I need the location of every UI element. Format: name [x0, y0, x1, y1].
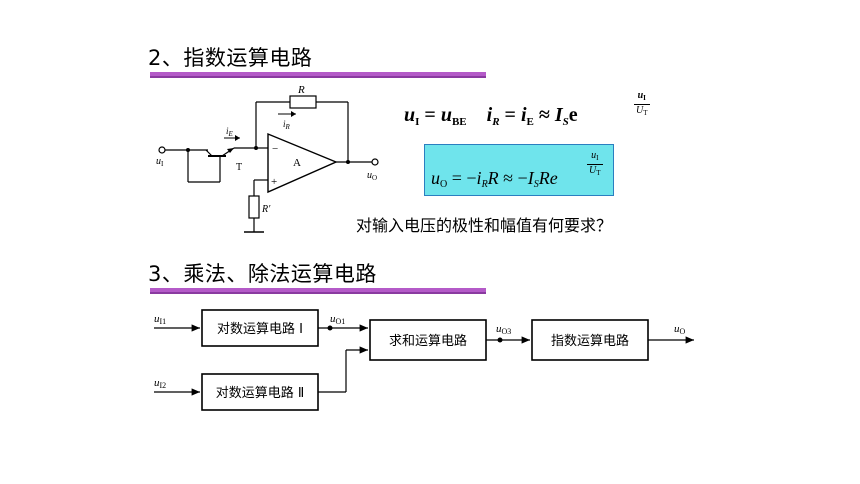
equation-2-exponent: uI UT — [587, 150, 603, 177]
equation-1-exponent: uI UT — [634, 90, 650, 117]
svg-text:求和运算电路: 求和运算电路 — [389, 333, 467, 349]
output-equation-box: uO = −iRR ≈ −ISRe uI UT — [424, 144, 614, 196]
svg-text:R′: R′ — [261, 204, 271, 215]
equation-output: uO = −iRR ≈ −ISRe — [431, 168, 558, 190]
block-log-1 — [201, 309, 319, 347]
svg-text:uI1: uI1 — [154, 313, 166, 326]
svg-text:uO1: uO1 — [330, 313, 345, 326]
output-terminal — [371, 158, 379, 166]
svg-text:uO3: uO3 — [496, 323, 511, 336]
equation-exponential-relation: uI = uBE iR = iE ≈ ISe — [404, 104, 578, 128]
svg-text:+: + — [271, 176, 277, 188]
op-amp-triangle — [267, 132, 338, 194]
svg-text:对数运算电路 Ⅰ: 对数运算电路 Ⅰ — [217, 321, 303, 337]
label-r: R — [297, 84, 305, 96]
svg-text:uI: uI — [156, 156, 164, 168]
svg-text:T: T — [236, 162, 242, 173]
svg-text:对数运算电路 Ⅱ: 对数运算电路 Ⅱ — [216, 385, 305, 401]
svg-text:A: A — [293, 157, 301, 169]
svg-text:−: − — [272, 143, 278, 155]
input-terminal — [158, 146, 166, 154]
exponential-circuit-diagram: R iR iE uI T − + A uO R′ — [156, 84, 379, 233]
svg-text:uO: uO — [674, 323, 686, 336]
section-3-heading: 3、乘法、除法运算电路 — [148, 262, 377, 286]
resistor-r — [289, 95, 317, 109]
block-exp — [531, 319, 649, 361]
svg-text:指数运算电路: 指数运算电路 — [551, 333, 629, 349]
svg-text:iE: iE — [226, 126, 234, 138]
multiplication-division-block-diagram: uI1 对数运算电路 Ⅰ uO1 uI2 对数运算电路 Ⅱ 求和运算电路 uO3… — [154, 309, 694, 411]
svg-text:iR: iR — [283, 119, 291, 131]
resistor-r-prime — [248, 195, 260, 219]
section-2-underline — [150, 72, 486, 76]
svg-text:uO: uO — [367, 170, 377, 182]
section-2-heading: 2、指数运算电路 — [148, 46, 313, 70]
block-log-2 — [201, 373, 319, 411]
section-3-underline — [150, 288, 486, 292]
block-sum — [369, 319, 487, 361]
svg-text:uI2: uI2 — [154, 377, 166, 390]
question-text: 对输入电压的极性和幅值有何要求？ — [356, 216, 613, 235]
